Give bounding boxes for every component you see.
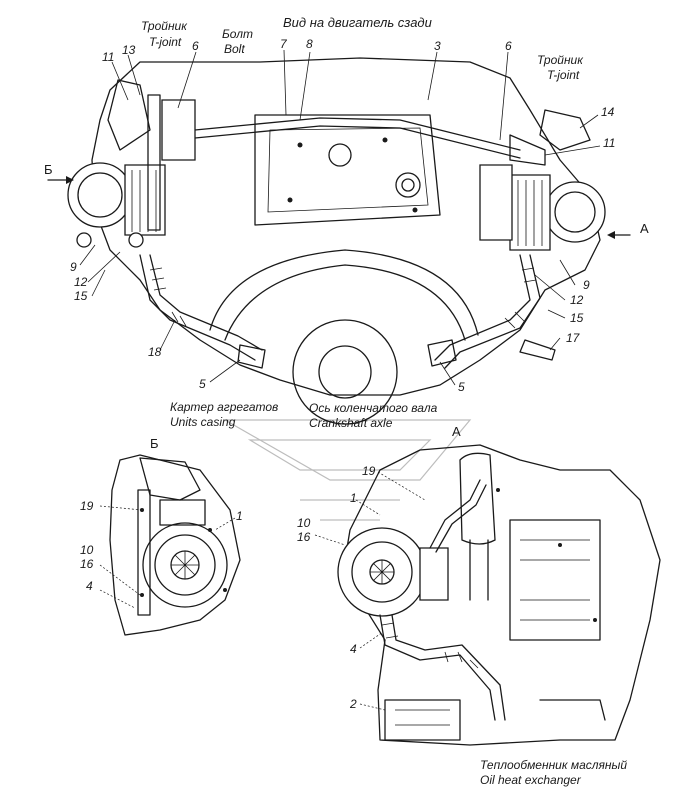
callout-4-view-a: 4: [350, 642, 357, 656]
units-casing-label-ru: Картер агрегатов: [170, 400, 279, 414]
callout-8: 8: [306, 37, 313, 51]
view-b-arrow-label: Б: [44, 162, 53, 177]
callout-12-left: 12: [74, 275, 88, 289]
callout-12-right: 12: [570, 293, 584, 307]
view-a-title: А: [452, 424, 461, 439]
view-a-arrow-label: А: [640, 221, 649, 236]
bolt-label-en: Bolt: [224, 42, 245, 56]
crank-axle-label-ru: Ось коленчатого вала: [309, 401, 438, 415]
callout-7: 7: [280, 37, 287, 51]
callout-19-view-b: 19: [80, 499, 94, 513]
view-b-title: Б: [150, 436, 159, 451]
units-casing-label-en: Units casing: [170, 415, 236, 429]
callout-15-right: 15: [570, 311, 584, 325]
callout-10-view-a: 10: [297, 516, 311, 530]
callout-16-view-b: 16: [80, 557, 94, 571]
callout-15-left: 15: [74, 289, 88, 303]
bolt-label-ru: Болт: [222, 27, 253, 41]
callout-18: 18: [148, 345, 162, 359]
leader-lines: [79, 49, 601, 711]
view-title: Вид на двигатель сзади: [283, 15, 432, 30]
callout-13: 13: [122, 43, 136, 57]
view-a-drawing: [337, 444, 661, 746]
crank-axle-label-en: Crankshaft axle: [309, 416, 393, 430]
callout-1-view-b: 1: [236, 509, 243, 523]
callout-9-right: 9: [583, 278, 590, 292]
tee-left-label-ru: Тройник: [141, 19, 187, 33]
callout-9-left: 9: [70, 260, 77, 274]
callout-17: 17: [566, 331, 580, 345]
oil-heat-exchanger-label-en: Oil heat exchanger: [480, 773, 581, 787]
callout-2-view-a: 2: [350, 697, 357, 711]
tee-left-label-en: T-joint: [149, 35, 182, 49]
oil-heat-exchanger-label-ru: Теплообменник масляный: [480, 758, 628, 772]
callout-3: 3: [434, 39, 441, 53]
callout-14: 14: [601, 105, 615, 119]
main-engine-view: [47, 57, 631, 425]
tee-right-label-ru: Тройник: [537, 53, 583, 67]
view-b-drawing: [109, 454, 241, 636]
callout-11-right: 11: [603, 136, 616, 150]
watermark: [222, 419, 472, 521]
callout-6-left: 6: [192, 39, 199, 53]
callout-16-view-a: 16: [297, 530, 311, 544]
callout-4-view-b: 4: [86, 579, 93, 593]
callout-5-right: 5: [458, 380, 465, 394]
callout-19-view-a: 19: [362, 464, 376, 478]
callout-1-view-a: 1: [350, 491, 357, 505]
callout-6-right: 6: [505, 39, 512, 53]
callout-5-left: 5: [199, 377, 206, 391]
callout-10-view-b: 10: [80, 543, 94, 557]
callout-11-top: 11: [102, 50, 115, 64]
tee-right-label-en: T-joint: [547, 68, 580, 82]
